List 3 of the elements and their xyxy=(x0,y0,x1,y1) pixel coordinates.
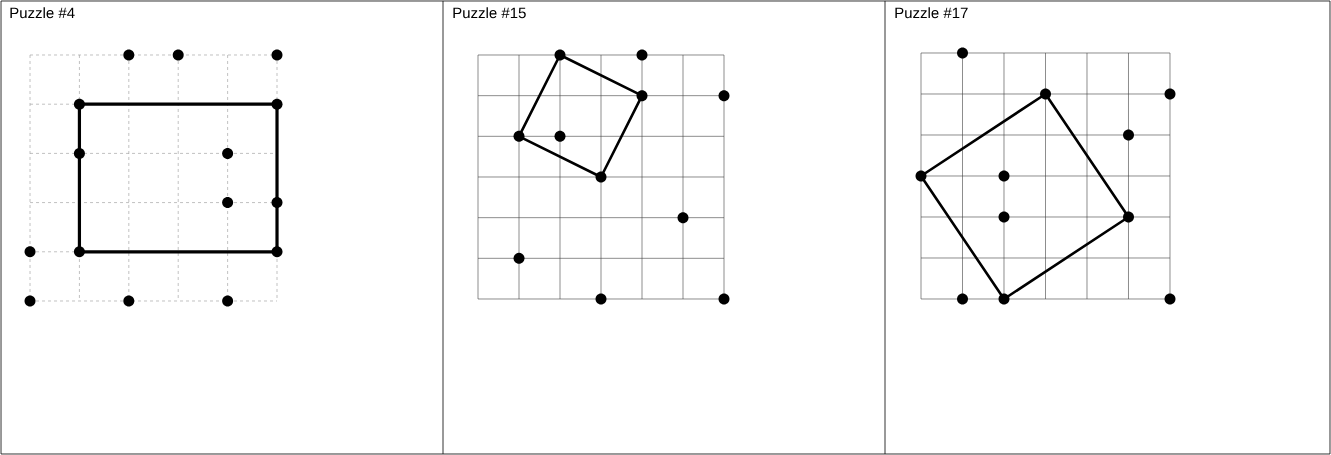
puzzle-title: Puzzle #17 xyxy=(895,7,968,19)
puzzle-title: Puzzle #15 xyxy=(453,7,526,19)
puzzle-title: Puzzle #4 xyxy=(10,7,75,19)
